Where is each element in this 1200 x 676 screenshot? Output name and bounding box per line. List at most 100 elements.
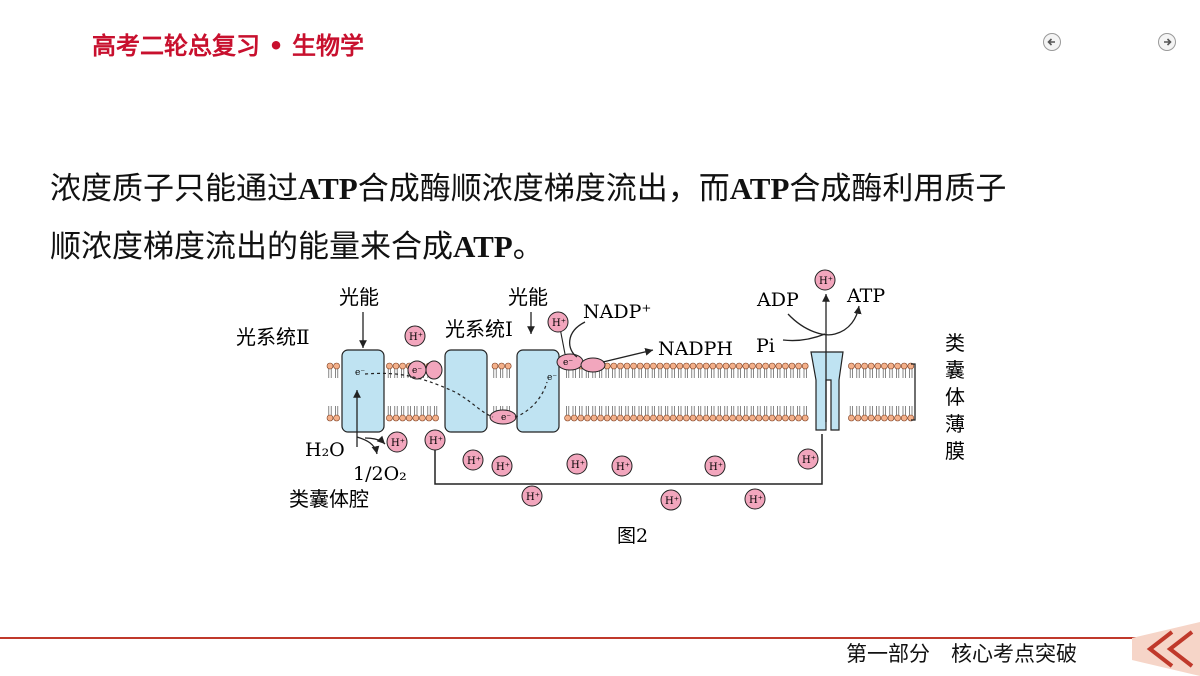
lipid-tail [387,406,391,415]
proton-ion [611,455,633,477]
electron-label: e⁻ [501,413,511,423]
lipid-tail [500,369,504,378]
light-label: 光能 [339,285,379,309]
lipid-tail [651,406,655,415]
proton-ion [547,311,569,333]
lipid-head [326,362,334,370]
lipid-tail [612,369,616,378]
lipid-tail [704,369,708,378]
lipid-head [603,414,611,422]
lipid-head [768,414,776,422]
electron-flow-path [364,372,494,418]
lipid-tail [684,369,688,378]
lipid-tail [658,406,662,415]
lipid-tail [592,406,596,415]
lipid-head [656,414,664,422]
lipid-tail [493,369,497,378]
lipid-tail [572,406,576,415]
lipid-head [425,414,433,422]
lipid-head [696,414,703,422]
lipid-head [683,414,690,422]
lipid-tail [579,369,583,378]
lipid-tail [770,369,774,378]
lipid-head [498,362,505,370]
next-arrow-icon[interactable] [1157,32,1177,52]
lipid-tail [863,406,867,415]
lipid-head [669,414,677,422]
lipid-tail [645,406,649,415]
lipid-tail [566,406,570,415]
body-line-2: 顺浓度梯度流出的能量来合成ATP。 [50,218,1170,276]
lipid-tail [678,406,682,415]
adp-label: ADP [756,289,799,311]
lipid-tail [856,406,860,415]
lipid-tail [427,406,431,415]
lipid-tail [665,369,669,378]
lipid-tail [902,406,906,415]
lipid-head [874,414,882,422]
lipid-tail [711,369,715,378]
lipid-head [874,362,882,370]
lipid-head [564,414,571,422]
lipid-head [755,362,763,370]
lipid-tail [585,406,589,415]
proton-ion-label: H⁺ [571,460,585,471]
lipid-head [617,362,624,370]
proton-ion [704,455,726,477]
lipid-head [848,362,855,370]
figure-caption: 图2 [617,525,648,547]
proton-ion [744,488,766,510]
lipid-head [762,414,769,422]
lipid-head [749,414,756,422]
lumen-boundary [434,434,823,485]
footer-chevron-icon[interactable] [1132,622,1200,676]
proton-ion-label: H⁺ [819,276,833,287]
text-segment: 。 [512,229,544,265]
text-segment: 合成酶顺浓度梯度流出，而 [357,171,730,207]
proton-ion-label: H⁺ [552,318,566,329]
photosystem-1-protein [516,349,560,433]
prev-arrow-icon[interactable] [1042,32,1062,52]
lipid-head [867,414,875,422]
lipid-tail [909,369,913,378]
lipid-head [630,362,637,370]
proton-ion-label: H⁺ [467,456,481,467]
lipid-tail [618,406,622,415]
proton-ion-label: H⁺ [526,492,540,503]
lipid-head [617,414,624,422]
lipid-head [887,414,895,422]
proton-ion-label: H⁺ [709,462,723,473]
lipid-head [419,414,426,422]
lipid-tail [849,369,853,378]
lipid-tail [731,369,735,378]
lipid-tail [711,406,715,415]
proton-ions: H⁺H⁺H⁺H⁺H⁺H⁺H⁺H⁺H⁺H⁺H⁺H⁺H⁺H⁺ [386,269,836,511]
body-paragraph: 浓度质子只能通过ATP合成酶顺浓度梯度流出，而ATP合成酶利用质子 顺浓度梯度流… [50,160,1170,276]
lipid-tail [335,369,339,378]
lipid-head [742,362,750,370]
lipid-head [894,414,901,422]
lipid-head [788,362,796,370]
carrier-ellipse [580,357,606,373]
lipid-head [742,414,750,422]
oxygen-arrow [356,436,380,455]
lipid-head [788,414,796,422]
proton-ion-label: H⁺ [496,462,510,473]
lipid-tail [645,369,649,378]
electron-label: e⁻ [412,366,422,376]
lipid-tail [651,369,655,378]
lipid-tail [876,406,880,415]
lipid-head [386,414,393,422]
lipid-tail [797,369,801,378]
lipid-tail [717,369,721,378]
thylakoid-diagram: e⁻ e⁻ e⁻ e⁻ e⁻ H⁺H⁺H⁺H⁺H⁺H⁺H⁺H⁺H⁺H⁺H⁺H⁺H… [236,269,965,547]
lipid-head [333,414,340,422]
lipid-head [504,362,512,370]
photosystem-2-protein [341,349,385,433]
lipid-tail [638,406,642,415]
lipid-tail [737,369,741,378]
lipid-tail [849,406,853,415]
lipid-tail [599,406,603,415]
lipid-tail [764,406,768,415]
lipid-head [795,362,802,370]
